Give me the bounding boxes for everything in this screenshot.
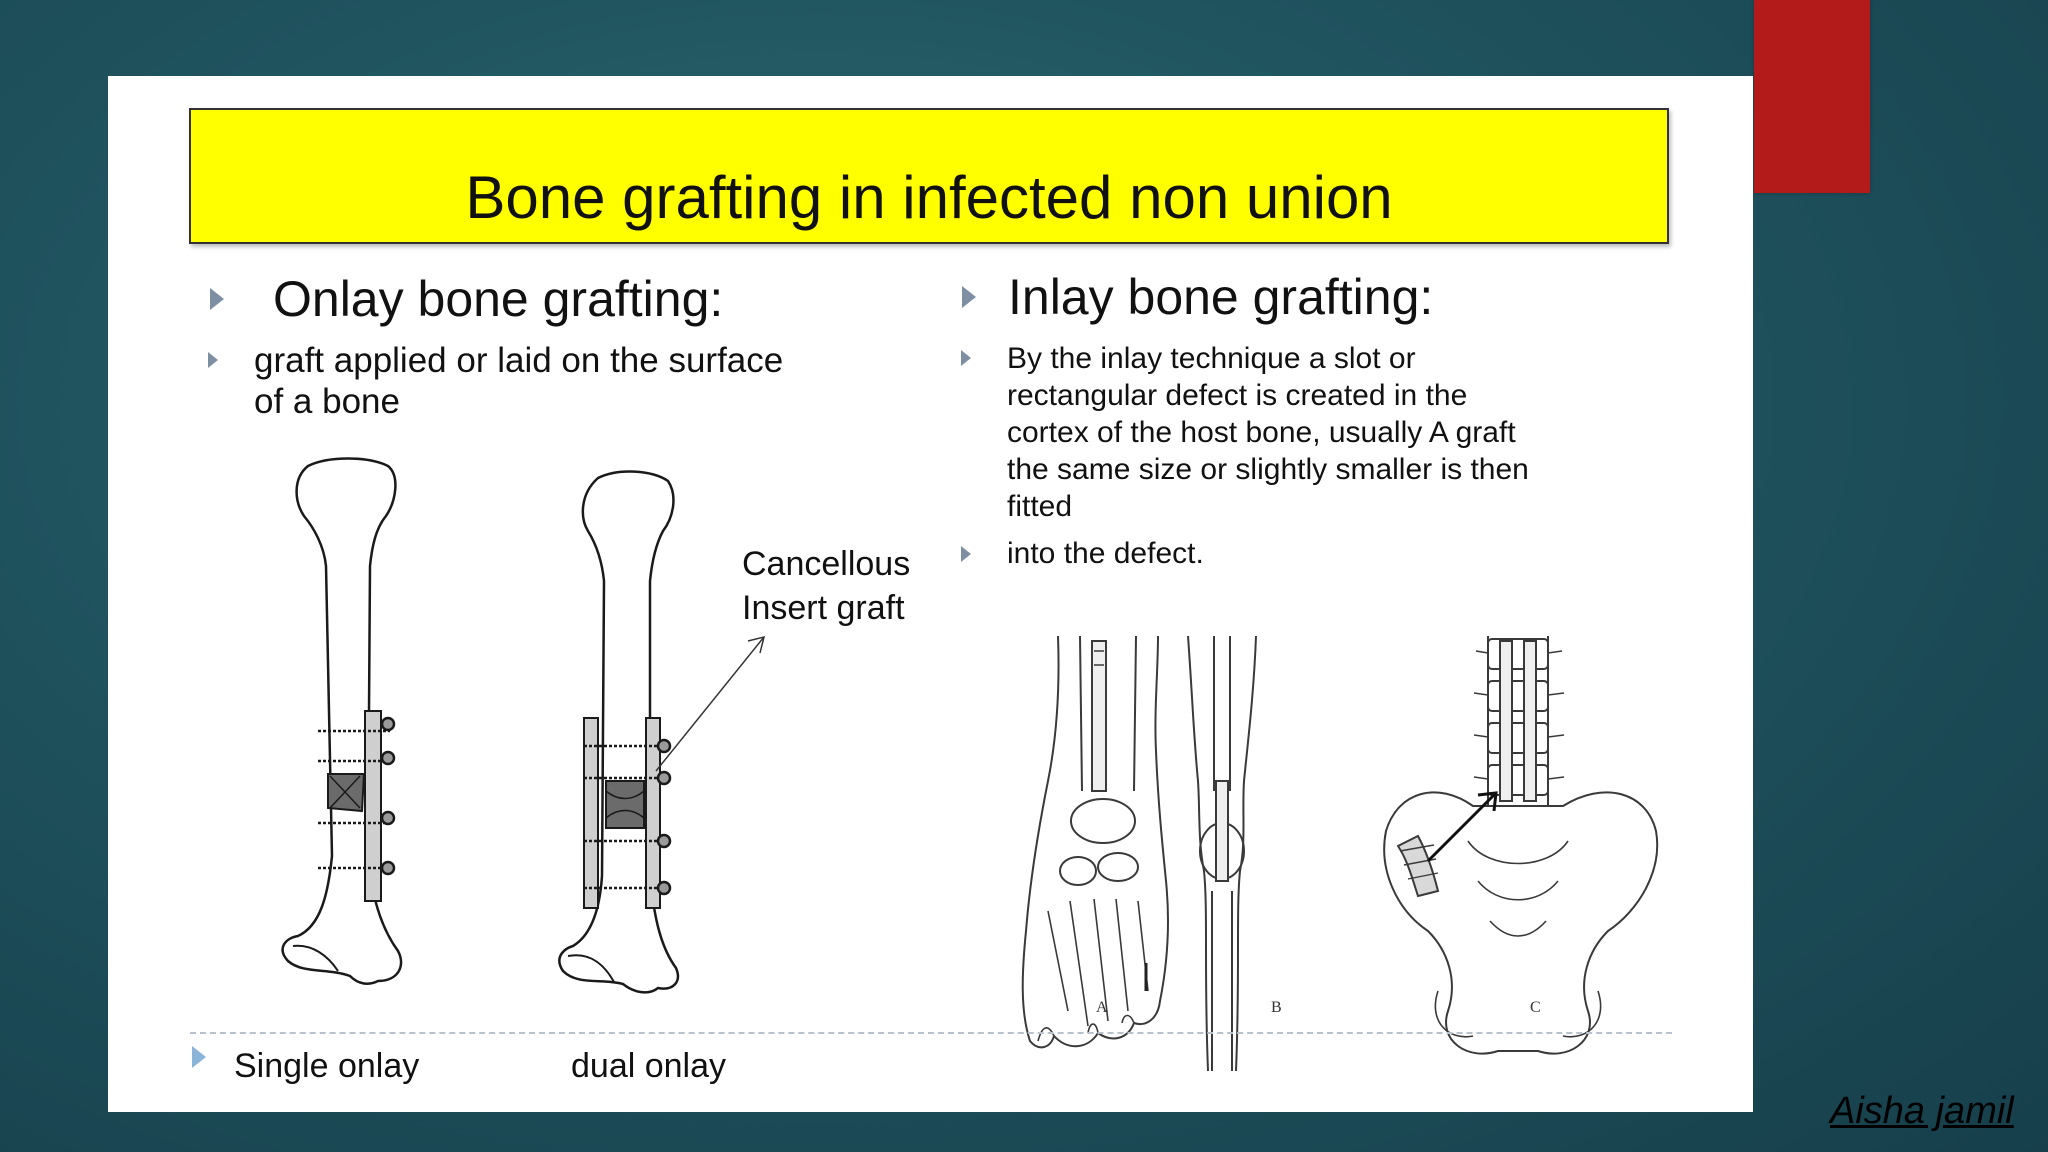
onlay-heading: Onlay bone grafting: [273,271,724,327]
callout-line-2: Insert graft [742,589,905,627]
foot-ankle-drawing [1021,635,1169,1049]
inlay-description-line-2: rectangular defect is created in the [1007,379,1468,412]
inlay-figure-spine-pelvis [1383,636,1659,1055]
spine-pelvis-drawing [1383,636,1659,1055]
triangle-bullet-icon [192,1046,206,1068]
slide-canvas: Bone grafting in infected non union Onla… [108,76,1753,1112]
triangle-bullet-icon [208,352,218,368]
single-onlay-bone [281,457,403,985]
triangle-bullet-icon [961,350,971,366]
caption-divider [190,1032,1672,1034]
inlay-description-line-5: fitted [1007,490,1073,523]
figure-label-a: A [1096,999,1108,1016]
onlay-description-line-1: graft applied or laid on the surface [254,341,784,380]
onlay-graft-illustration [281,457,680,994]
graft-insertion-arrow [1426,791,1498,863]
inlay-description-line-3: cortex of the host bone, usually A graft [1007,416,1516,449]
triangle-bullet-icon [961,546,971,562]
triangle-bullet-icon [962,286,976,308]
author-credit: Aisha jamil [1830,1090,2014,1132]
red-accent-bar [1754,0,1870,193]
callout-line-1: Cancellous [742,545,911,583]
knee-drawing [1187,635,1257,1072]
inlay-figure-foot-and-knee [1021,635,1257,1072]
caption-dual-onlay: dual onlay [571,1047,727,1085]
onlay-description-line-2: of a bone [254,382,400,421]
inlay-description-line-1: By the inlay technique a slot or [1007,342,1416,375]
slide-title: Bone grafting in infected non union [465,164,1393,231]
title-banner: Bone grafting in infected non union [189,108,1669,244]
callout-arrow [655,635,766,772]
figure-label-c: C [1530,999,1541,1016]
caption-single-onlay: Single onlay [234,1047,420,1085]
inlay-description-line-4: the same size or slightly smaller is the… [1007,453,1529,486]
graft-insertion-arrowhead [1477,791,1498,812]
inlay-second-point: into the defect. [1007,537,1204,570]
dual-onlay-bone [558,470,680,994]
triangle-bullet-icon [210,288,224,310]
figure-label-b: B [1271,999,1282,1016]
inlay-heading: Inlay bone grafting: [1008,269,1434,325]
